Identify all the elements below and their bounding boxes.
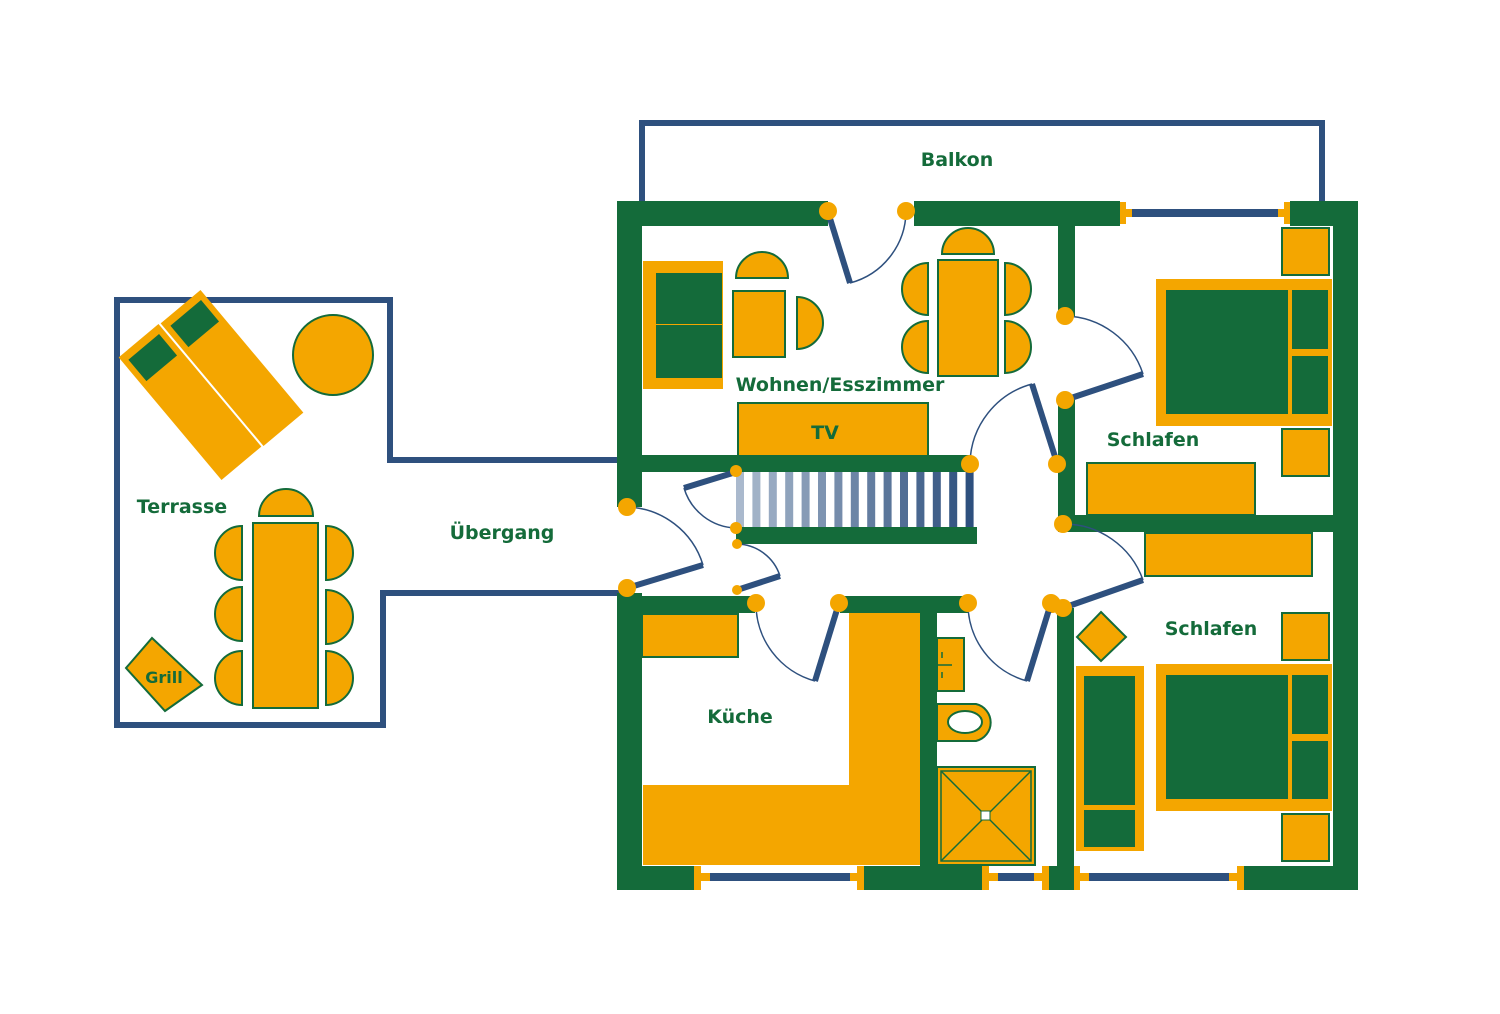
- kitchen-furniture: [641, 613, 920, 865]
- stair-tread: [850, 472, 859, 527]
- stair-tread: [801, 472, 810, 527]
- stair-tread: [900, 472, 908, 527]
- label-tv: TV: [811, 422, 839, 444]
- bedroom2-furniture: [1075, 532, 1332, 862]
- door-entrance: [618, 498, 704, 597]
- stair-tread: [883, 472, 892, 527]
- stair-tread: [736, 472, 744, 527]
- label-schlafen-2: Schlafen: [1165, 618, 1258, 640]
- door-balcony: [819, 202, 915, 284]
- doors: [618, 202, 1144, 682]
- label-kueche: Küche: [707, 706, 773, 728]
- staircase: [736, 472, 974, 527]
- label-terrasse: Terrasse: [137, 496, 227, 518]
- stair-tread: [932, 472, 941, 527]
- door-bath: [959, 594, 1060, 682]
- door-living: [961, 383, 1066, 473]
- balcony-outline: [639, 120, 1325, 202]
- window-bedroom2: [1073, 866, 1244, 890]
- walls: [617, 201, 1358, 890]
- terrace-furniture: [118, 290, 374, 713]
- terrace-outline: [114, 297, 620, 728]
- door-stairs: [683, 465, 742, 534]
- window-bedroom1: [1120, 202, 1290, 224]
- stair-tread: [818, 472, 826, 527]
- label-grill: Grill: [145, 668, 182, 687]
- stair-tread: [965, 472, 974, 527]
- label-wohnen: Wohnen/Esszimmer: [736, 374, 945, 396]
- label-schlafen-1: Schlafen: [1107, 429, 1200, 451]
- door-bedroom1: [1056, 307, 1144, 409]
- stair-tread: [785, 472, 794, 527]
- stair-tread: [867, 472, 876, 527]
- window-kitchen: [694, 866, 864, 890]
- door-closet: [732, 539, 781, 595]
- stair-tread: [768, 472, 777, 527]
- door-kitchen: [747, 594, 848, 682]
- bathroom-fixtures: [936, 637, 1036, 866]
- living-furniture: [643, 227, 1032, 457]
- label-uebergang: Übergang: [450, 520, 555, 544]
- stair-tread: [916, 472, 925, 527]
- bedroom1-furniture: [1086, 227, 1332, 516]
- window-bath: [982, 866, 1049, 890]
- stair-tread: [752, 472, 761, 527]
- stair-tread: [834, 472, 843, 527]
- stair-tread: [949, 472, 958, 527]
- grill-icon: [124, 636, 204, 713]
- label-balkon: Balkon: [921, 149, 994, 171]
